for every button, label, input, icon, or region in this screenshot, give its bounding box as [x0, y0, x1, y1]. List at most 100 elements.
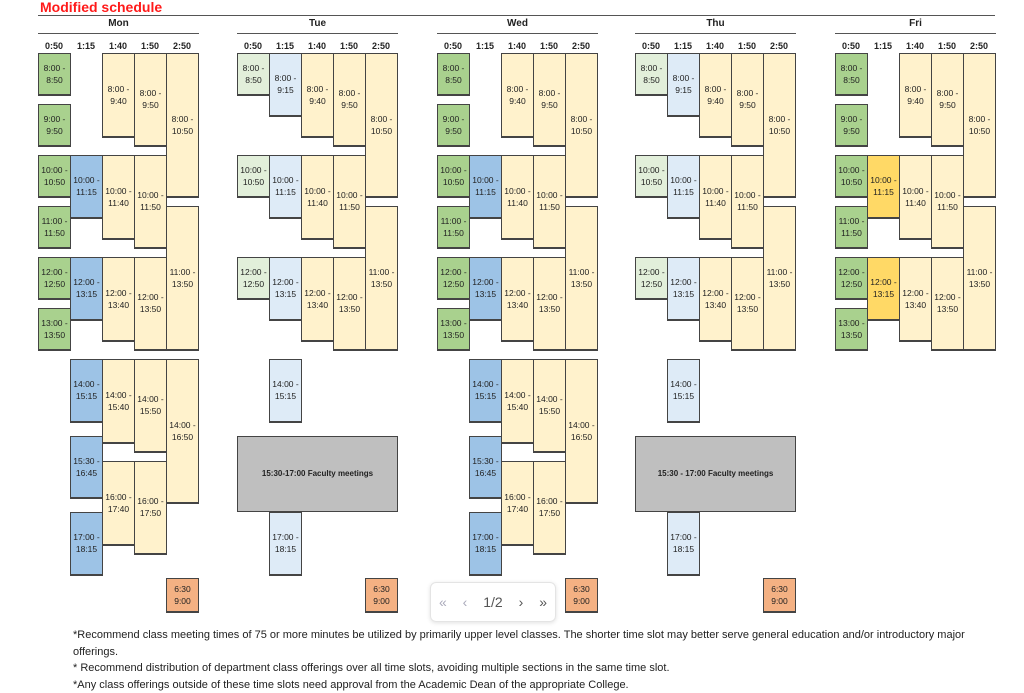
time-slot[interactable]: 8:009:40 — [501, 53, 534, 138]
time-slot[interactable]: 11:0013:50 — [565, 206, 598, 351]
prev-page-button[interactable]: ‹ — [463, 594, 468, 610]
time-slot[interactable]: 12:0013:15 — [469, 257, 502, 321]
time-slot[interactable]: 8:0010:50 — [365, 53, 398, 198]
time-slot[interactable]: 8:009:50 — [731, 53, 764, 147]
time-slot[interactable]: 12:0013:15 — [667, 257, 700, 321]
time-slot[interactable]: 12:0012:50 — [635, 257, 668, 300]
time-slot[interactable]: 10:0011:40 — [699, 155, 732, 240]
time-slot[interactable]: 12:0013:50 — [931, 257, 964, 351]
time-slot[interactable]: 12:0013:40 — [899, 257, 932, 342]
time-slot[interactable]: 11:0013:50 — [763, 206, 796, 351]
time-slot[interactable]: 16:0017:50 — [134, 461, 167, 555]
time-slot[interactable]: 12:0013:50 — [533, 257, 566, 351]
time-slot[interactable]: 14:0015:15 — [469, 359, 502, 423]
time-slot[interactable]: 12:0013:40 — [102, 257, 135, 342]
time-slot[interactable]: 14:0015:40 — [102, 359, 135, 444]
time-slot[interactable]: 11:0011:50 — [835, 206, 868, 249]
time-slot[interactable]: 15:3016:45 — [469, 436, 502, 500]
time-slot[interactable]: 16:0017:50 — [533, 461, 566, 555]
time-slot[interactable]: 14:0015:15 — [667, 359, 700, 423]
time-slot[interactable]: 8:009:50 — [533, 53, 566, 147]
time-slot[interactable]: 12:0013:40 — [301, 257, 334, 342]
time-slot[interactable]: 16:0017:40 — [501, 461, 534, 546]
time-slot[interactable]: 14:0015:40 — [501, 359, 534, 444]
time-slot[interactable]: 14:0015:50 — [134, 359, 167, 453]
time-slot[interactable]: 8:008:50 — [38, 53, 71, 96]
time-slot[interactable]: 12:0013:15 — [867, 257, 900, 321]
time-slot[interactable]: 8:009:50 — [134, 53, 167, 147]
time-slot[interactable]: 10:0010:50 — [38, 155, 71, 198]
time-slot[interactable]: 11:0013:50 — [963, 206, 996, 351]
time-slot[interactable]: 12:0012:50 — [835, 257, 868, 300]
time-slot[interactable]: 10:0011:50 — [731, 155, 764, 249]
time-slot[interactable]: 8:008:50 — [237, 53, 270, 96]
time-slot[interactable]: 10:0011:50 — [333, 155, 366, 249]
time-slot[interactable]: 11:0011:50 — [38, 206, 71, 249]
time-slot[interactable]: 12:0013:15 — [269, 257, 302, 321]
time-slot[interactable]: 8:0010:50 — [166, 53, 199, 198]
time-slot[interactable]: 10:0011:15 — [667, 155, 700, 219]
time-slot[interactable]: 14:0015:15 — [269, 359, 302, 423]
time-slot[interactable]: 12:0013:50 — [134, 257, 167, 351]
time-slot[interactable]: 17:0018:15 — [269, 512, 302, 576]
time-slot[interactable]: 17:0018:15 — [469, 512, 502, 576]
first-page-button[interactable]: « — [439, 594, 447, 610]
time-slot[interactable]: 12:0013:40 — [699, 257, 732, 342]
time-slot[interactable]: 10:0011:15 — [469, 155, 502, 219]
time-slot[interactable]: 13:0013:50 — [835, 308, 868, 351]
time-slot[interactable]: 10:0010:50 — [835, 155, 868, 198]
time-slot[interactable]: 8:0010:50 — [565, 53, 598, 198]
time-slot[interactable]: 14:0016:50 — [166, 359, 199, 504]
time-slot[interactable]: 10:0010:50 — [237, 155, 270, 198]
time-slot[interactable]: 11:0011:50 — [437, 206, 470, 249]
time-slot[interactable]: 12:0012:50 — [437, 257, 470, 300]
time-slot[interactable]: 10:0011:40 — [301, 155, 334, 240]
time-slot[interactable]: 17:0018:15 — [70, 512, 103, 576]
time-slot[interactable]: 12:0013:50 — [333, 257, 366, 351]
time-slot[interactable]: 8:009:15 — [667, 53, 700, 117]
time-slot[interactable]: 14:0015:50 — [533, 359, 566, 453]
time-slot[interactable]: 10:0011:50 — [533, 155, 566, 249]
time-slot[interactable]: 8:009:40 — [301, 53, 334, 138]
time-slot[interactable]: 12:0013:15 — [70, 257, 103, 321]
last-page-button[interactable]: » — [539, 594, 547, 610]
next-page-button[interactable]: › — [519, 594, 524, 610]
time-slot[interactable]: 16:0017:40 — [102, 461, 135, 546]
time-slot[interactable]: 8:009:50 — [333, 53, 366, 147]
time-slot[interactable]: 10:0011:15 — [867, 155, 900, 219]
time-slot[interactable]: 11:0013:50 — [365, 206, 398, 351]
time-slot[interactable]: 10:0010:50 — [635, 155, 668, 198]
time-slot[interactable]: 10:0011:40 — [102, 155, 135, 240]
time-slot[interactable]: 8:0010:50 — [763, 53, 796, 198]
time-slot[interactable]: 10:0011:15 — [70, 155, 103, 219]
time-slot[interactable]: 13:0013:50 — [437, 308, 470, 351]
time-slot[interactable]: 8:009:40 — [699, 53, 732, 138]
time-slot[interactable]: 8:009:50 — [931, 53, 964, 147]
time-slot[interactable]: 10:0011:15 — [269, 155, 302, 219]
time-slot[interactable]: 8:008:50 — [437, 53, 470, 96]
time-slot[interactable]: 10:0011:50 — [134, 155, 167, 249]
time-slot[interactable]: 12:0013:50 — [731, 257, 764, 351]
time-slot[interactable]: 8:009:15 — [269, 53, 302, 117]
time-slot[interactable]: 15:3016:45 — [70, 436, 103, 500]
time-slot[interactable]: 12:0013:40 — [501, 257, 534, 342]
time-slot[interactable]: 10:0011:40 — [501, 155, 534, 240]
time-slot[interactable]: 10:0011:50 — [931, 155, 964, 249]
time-slot[interactable]: 9:009:50 — [835, 104, 868, 147]
time-slot[interactable]: 8:008:50 — [835, 53, 868, 96]
time-slot[interactable]: 8:0010:50 — [963, 53, 996, 198]
time-slot[interactable]: 13:0013:50 — [38, 308, 71, 351]
time-slot[interactable]: 9:009:50 — [437, 104, 470, 147]
time-slot[interactable]: 8:009:40 — [899, 53, 932, 138]
time-slot[interactable]: 8:009:40 — [102, 53, 135, 138]
time-slot[interactable]: 10:0011:40 — [899, 155, 932, 240]
time-slot[interactable]: 12:0012:50 — [237, 257, 270, 300]
time-slot[interactable]: 11:0013:50 — [166, 206, 199, 351]
time-slot[interactable]: 12:0012:50 — [38, 257, 71, 300]
time-slot[interactable]: 14:0015:15 — [70, 359, 103, 423]
time-slot[interactable]: 10:0010:50 — [437, 155, 470, 198]
